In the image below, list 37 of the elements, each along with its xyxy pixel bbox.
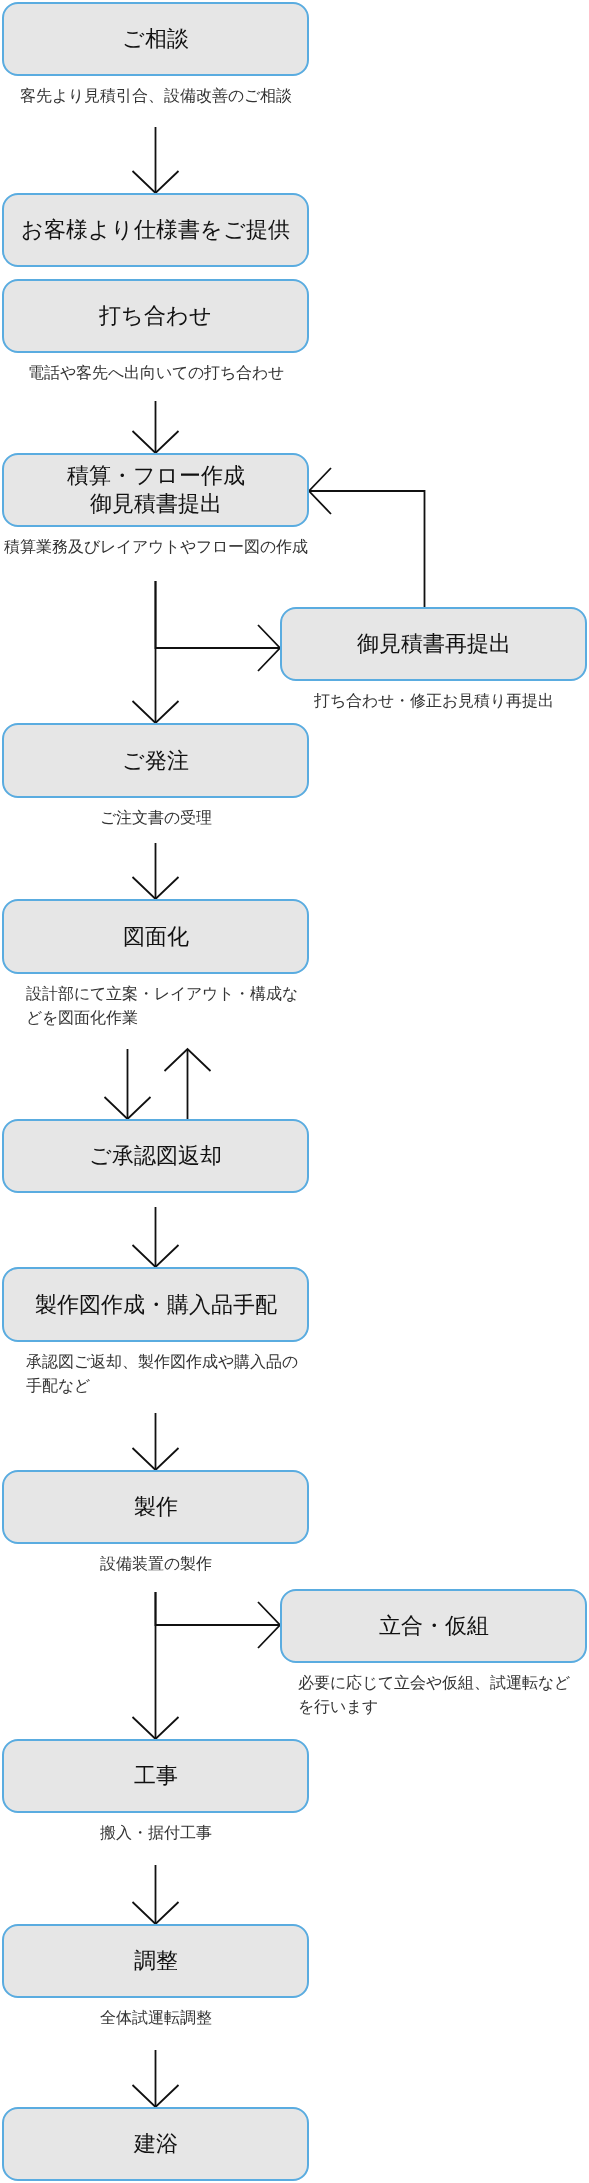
arrow <box>131 400 180 454</box>
arrow <box>131 842 180 900</box>
step-label: 建浴 <box>133 2130 178 2158</box>
step-description: 設計部にて立案・レイアウト・構成などを図面化作業 <box>26 983 299 1029</box>
step-description: 設備装置の製作 <box>98 1553 213 1575</box>
step-label: ご相談 <box>122 25 189 53</box>
step-description: 電話や客先へ出向いての打ち合わせ <box>26 362 285 384</box>
arrow <box>131 1864 180 1925</box>
step-description: 必要に応じて立会や仮組、試運転などを行います <box>298 1672 571 1718</box>
arrow <box>131 2049 180 2108</box>
arrow <box>103 1048 152 1120</box>
step-label: 積算・フロー作成御見積書提出 <box>65 462 246 518</box>
arrow <box>131 126 180 194</box>
step-label: 打ち合わせ <box>99 302 212 330</box>
step-label: ご承認図返却 <box>89 1142 222 1170</box>
arrow <box>163 1048 212 1120</box>
step-description: 客先より見積引合、設備改善のご相談 <box>18 85 293 107</box>
step-description: 承認図ご返却、製作図作成や購入品の手配など <box>26 1351 299 1397</box>
arrow <box>154 1591 281 1649</box>
arrow <box>308 467 426 608</box>
step-description: ご注文書の受理 <box>98 807 213 829</box>
step-label: 立合・仮組 <box>378 1612 489 1640</box>
step-description: 全体試運転調整 <box>98 2007 213 2029</box>
step-label: 調整 <box>133 1947 178 1975</box>
step-label: ご発注 <box>122 746 189 775</box>
step-description: 搬入・据付工事 <box>98 1822 213 1844</box>
arrow <box>131 1206 180 1268</box>
arrow <box>131 1412 180 1471</box>
step-label: 工事 <box>133 1762 178 1790</box>
arrow <box>154 580 281 672</box>
step-label: 御見積書再提出 <box>356 630 511 658</box>
step-description: 打ち合わせ・修正お見積り再提出 <box>312 690 555 712</box>
step-label: お客様より仕様書をご提供 <box>21 216 290 244</box>
step-label: 製作 <box>133 1493 178 1521</box>
step-label: 図面化 <box>122 922 189 951</box>
step-description: 積算業務及びレイアウトやフロー図の作成 <box>2 536 309 558</box>
step-label: 製作図作成・購入品手配 <box>34 1290 277 1319</box>
